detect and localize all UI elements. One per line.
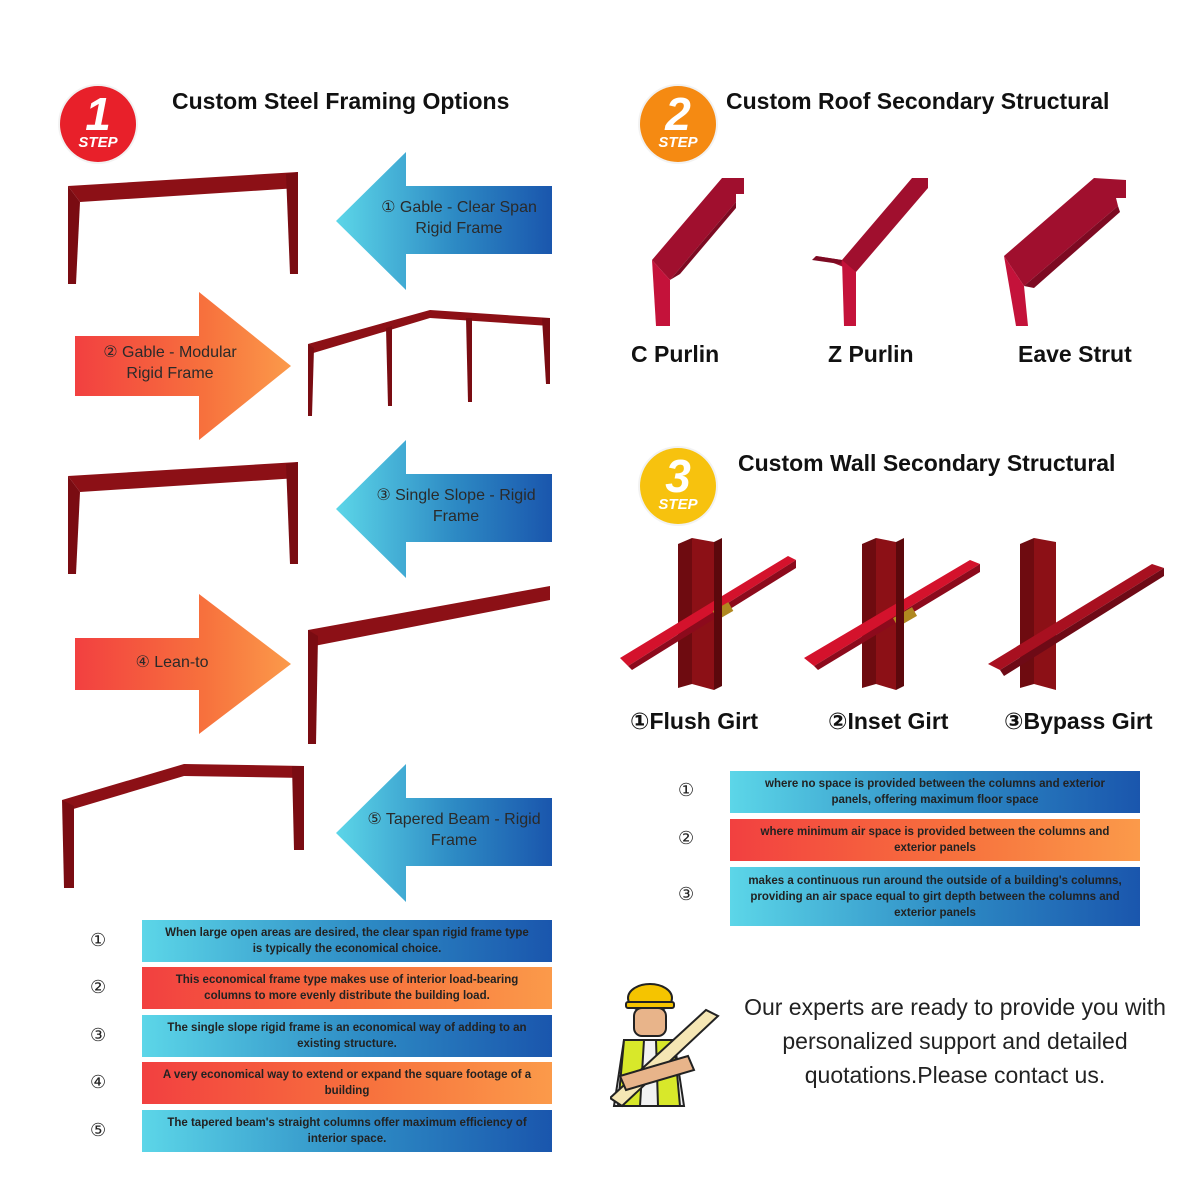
frame-option-2-label-2: Rigid Frame: [126, 365, 214, 382]
frame-description-2-text-2: columns to more evenly distribute the bu…: [204, 990, 490, 1002]
frame-option-3-label-2: Frame: [432, 508, 480, 525]
frame-description-1-text-2: is typically the economical choice.: [252, 943, 442, 955]
frame-option-1-arrow: ① Gable - Clear Span Rigid Frame: [336, 152, 552, 290]
girt-description-3-number: ③: [678, 884, 695, 904]
contact-line-1: Our experts are ready to provide you wit…: [744, 994, 1166, 1020]
inset-girt-label: ②Inset Girt: [828, 708, 949, 734]
clear-span-frame-illustration: [68, 172, 298, 284]
step-2-title: Custom Roof Secondary Structural: [726, 88, 1110, 114]
eave-strut-label: Eave Strut: [1018, 341, 1132, 367]
contact-message: Our experts are ready to provide you wit…: [728, 990, 1182, 1092]
modular-frame-illustration: [308, 310, 550, 416]
frame-description-5-text: The tapered beam's straight columns offe…: [167, 1117, 527, 1129]
bypass-girt-label: ③Bypass Girt: [1004, 708, 1153, 734]
frame-option-3-label: ③ Single Slope - Rigid: [376, 487, 536, 504]
c-purlin-label: C Purlin: [631, 341, 720, 367]
step-2-number: 2: [665, 88, 691, 140]
frame-description-3-number: ③: [90, 1025, 107, 1045]
step-3-number: 3: [665, 450, 691, 502]
step-1-number: 1: [85, 88, 111, 140]
frame-description-1-text: When large open areas are desired, the c…: [165, 927, 529, 939]
frame-description-2-text: This economical frame type makes use of …: [175, 974, 519, 986]
frame-option-5-label: ⑤ Tapered Beam - Rigid: [367, 811, 541, 828]
c-purlin-icon: [652, 178, 744, 326]
frame-description-4-text-2: building: [324, 1085, 370, 1097]
step-1-badge: 1 STEP: [60, 86, 136, 162]
step-1-label: STEP: [78, 134, 118, 151]
girt-description-2-text: where minimum air space is provided betw…: [760, 826, 1110, 838]
frame-description-2-number: ②: [90, 977, 107, 997]
frame-description-3-text: The single slope rigid frame is an econo…: [167, 1022, 527, 1034]
bypass-girt-icon: [988, 538, 1164, 690]
frame-description-5-text-2: interior space.: [307, 1133, 387, 1145]
frame-description-3-text-2: existing structure.: [297, 1038, 397, 1050]
tapered-beam-frame-illustration: [62, 764, 304, 888]
contact-line-3: quotations.Please contact us.: [804, 1062, 1106, 1088]
step-3-label: STEP: [658, 496, 698, 513]
girt-description-3-text-2: providing an air space equal to girt dep…: [750, 890, 1120, 903]
step-3-title: Custom Wall Secondary Structural: [738, 450, 1116, 476]
eave-strut-icon: [1004, 178, 1126, 326]
frame-option-3-arrow: ③ Single Slope - Rigid Frame: [336, 440, 552, 578]
frame-option-5-label-2: Frame: [430, 832, 478, 849]
single-slope-frame-illustration: [68, 462, 298, 574]
contact-line-2: personalized support and detailed: [782, 1028, 1128, 1054]
frame-description-1-number: ①: [90, 930, 107, 950]
frame-description-4-text: A very economical way to extend or expan…: [162, 1069, 532, 1081]
lean-to-frame-illustration: [308, 586, 550, 744]
girt-description-2-text-2: exterior panels: [894, 842, 976, 854]
girt-description-1-text: where no space is provided between the c…: [765, 778, 1105, 790]
step-1-title: Custom Steel Framing Options: [172, 88, 510, 114]
flush-girt-label: ①Flush Girt: [630, 708, 759, 734]
frame-option-1-label-2: Rigid Frame: [415, 220, 503, 237]
girt-description-1-number: ①: [678, 780, 695, 800]
frame-option-4-arrow: ④ Lean-to: [75, 594, 291, 734]
z-purlin-icon: [812, 178, 928, 326]
girt-description-3-text: makes a continuous run around the outsid…: [748, 874, 1122, 887]
step-2-badge: 2 STEP: [640, 86, 716, 162]
girt-description-3-text-3: exterior panels: [894, 906, 976, 919]
engineer-worker-illustration: [610, 983, 720, 1108]
frame-option-2-label: ② Gable - Modular: [103, 344, 237, 361]
z-purlin-label: Z Purlin: [828, 341, 914, 367]
flush-girt-icon: [620, 538, 796, 690]
frame-option-4-label: ④ Lean-to: [135, 654, 209, 671]
girt-description-2-number: ②: [678, 828, 695, 848]
girt-description-1-text-2: panels, offering maximum floor space: [831, 794, 1039, 806]
step-3-badge: 3 STEP: [640, 448, 716, 524]
frame-option-2-arrow: ② Gable - Modular Rigid Frame: [75, 292, 291, 440]
step-2-label: STEP: [658, 134, 698, 151]
inset-girt-icon: [804, 538, 980, 690]
frame-description-4-number: ④: [90, 1072, 107, 1092]
frame-option-1-label: ① Gable - Clear Span: [381, 199, 537, 216]
frame-description-5-number: ⑤: [90, 1120, 107, 1140]
frame-option-5-arrow: ⑤ Tapered Beam - Rigid Frame: [336, 764, 552, 902]
